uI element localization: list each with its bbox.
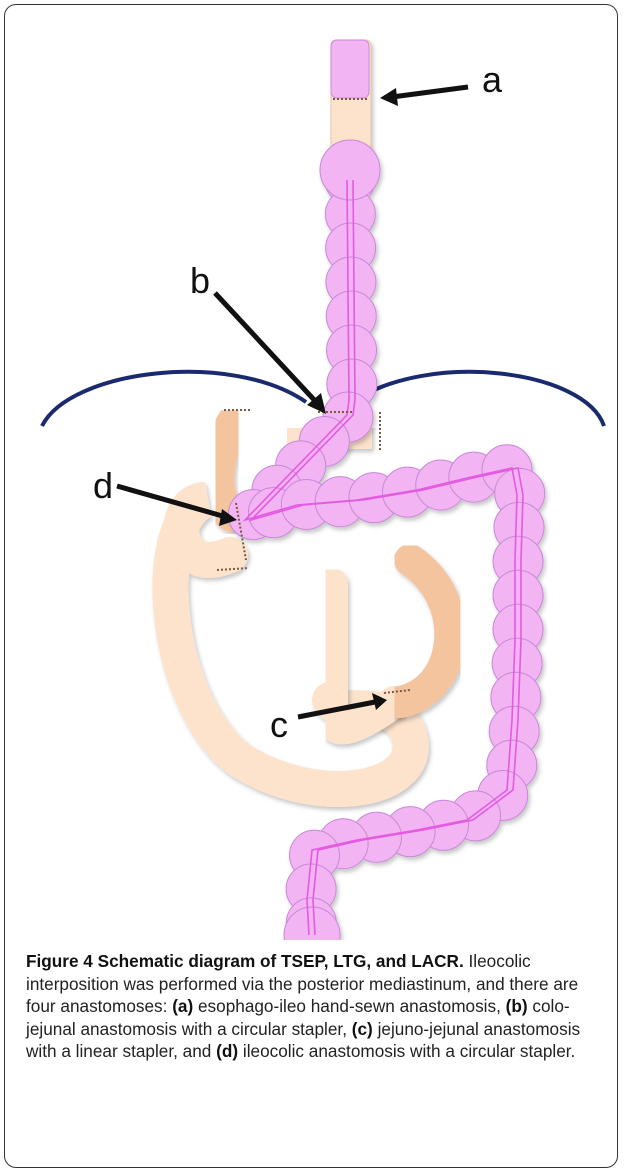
caption-item-c-marker: (c): [352, 1019, 373, 1039]
diaphragm-right-arc: [352, 372, 604, 426]
caption-item-a-marker: (a): [172, 996, 193, 1016]
jejunum-big-loop: [170, 500, 410, 789]
label-b: b: [190, 260, 210, 301]
caption-item-d-text: ileocolic anastomosis with a circular st…: [243, 1041, 575, 1061]
jejunum-right-curve: [400, 560, 450, 702]
arrow-a: [392, 87, 468, 97]
caption-item-a-text: esophago-ileo hand-sewn anastomosis,: [198, 996, 501, 1016]
caption-item-b-marker: (b): [506, 996, 528, 1016]
label-c: c: [270, 704, 288, 745]
arrow-a-head: [380, 88, 398, 106]
colon-segment: [320, 140, 380, 200]
diaphragm-left-arc: [42, 372, 306, 426]
arrow-b: [215, 293, 318, 404]
figure-caption: Figure 4 Schematic diagram of TSEP, LTG,…: [26, 950, 606, 1063]
caption-title: Figure 4 Schematic diagram of TSEP, LTG,…: [26, 951, 464, 971]
schematic-diagram: a b c d: [0, 0, 624, 940]
caption-item-d-marker: (d): [216, 1041, 238, 1061]
label-d: d: [93, 465, 113, 506]
ileocolic-interposition: [228, 140, 544, 940]
label-a: a: [482, 59, 503, 100]
